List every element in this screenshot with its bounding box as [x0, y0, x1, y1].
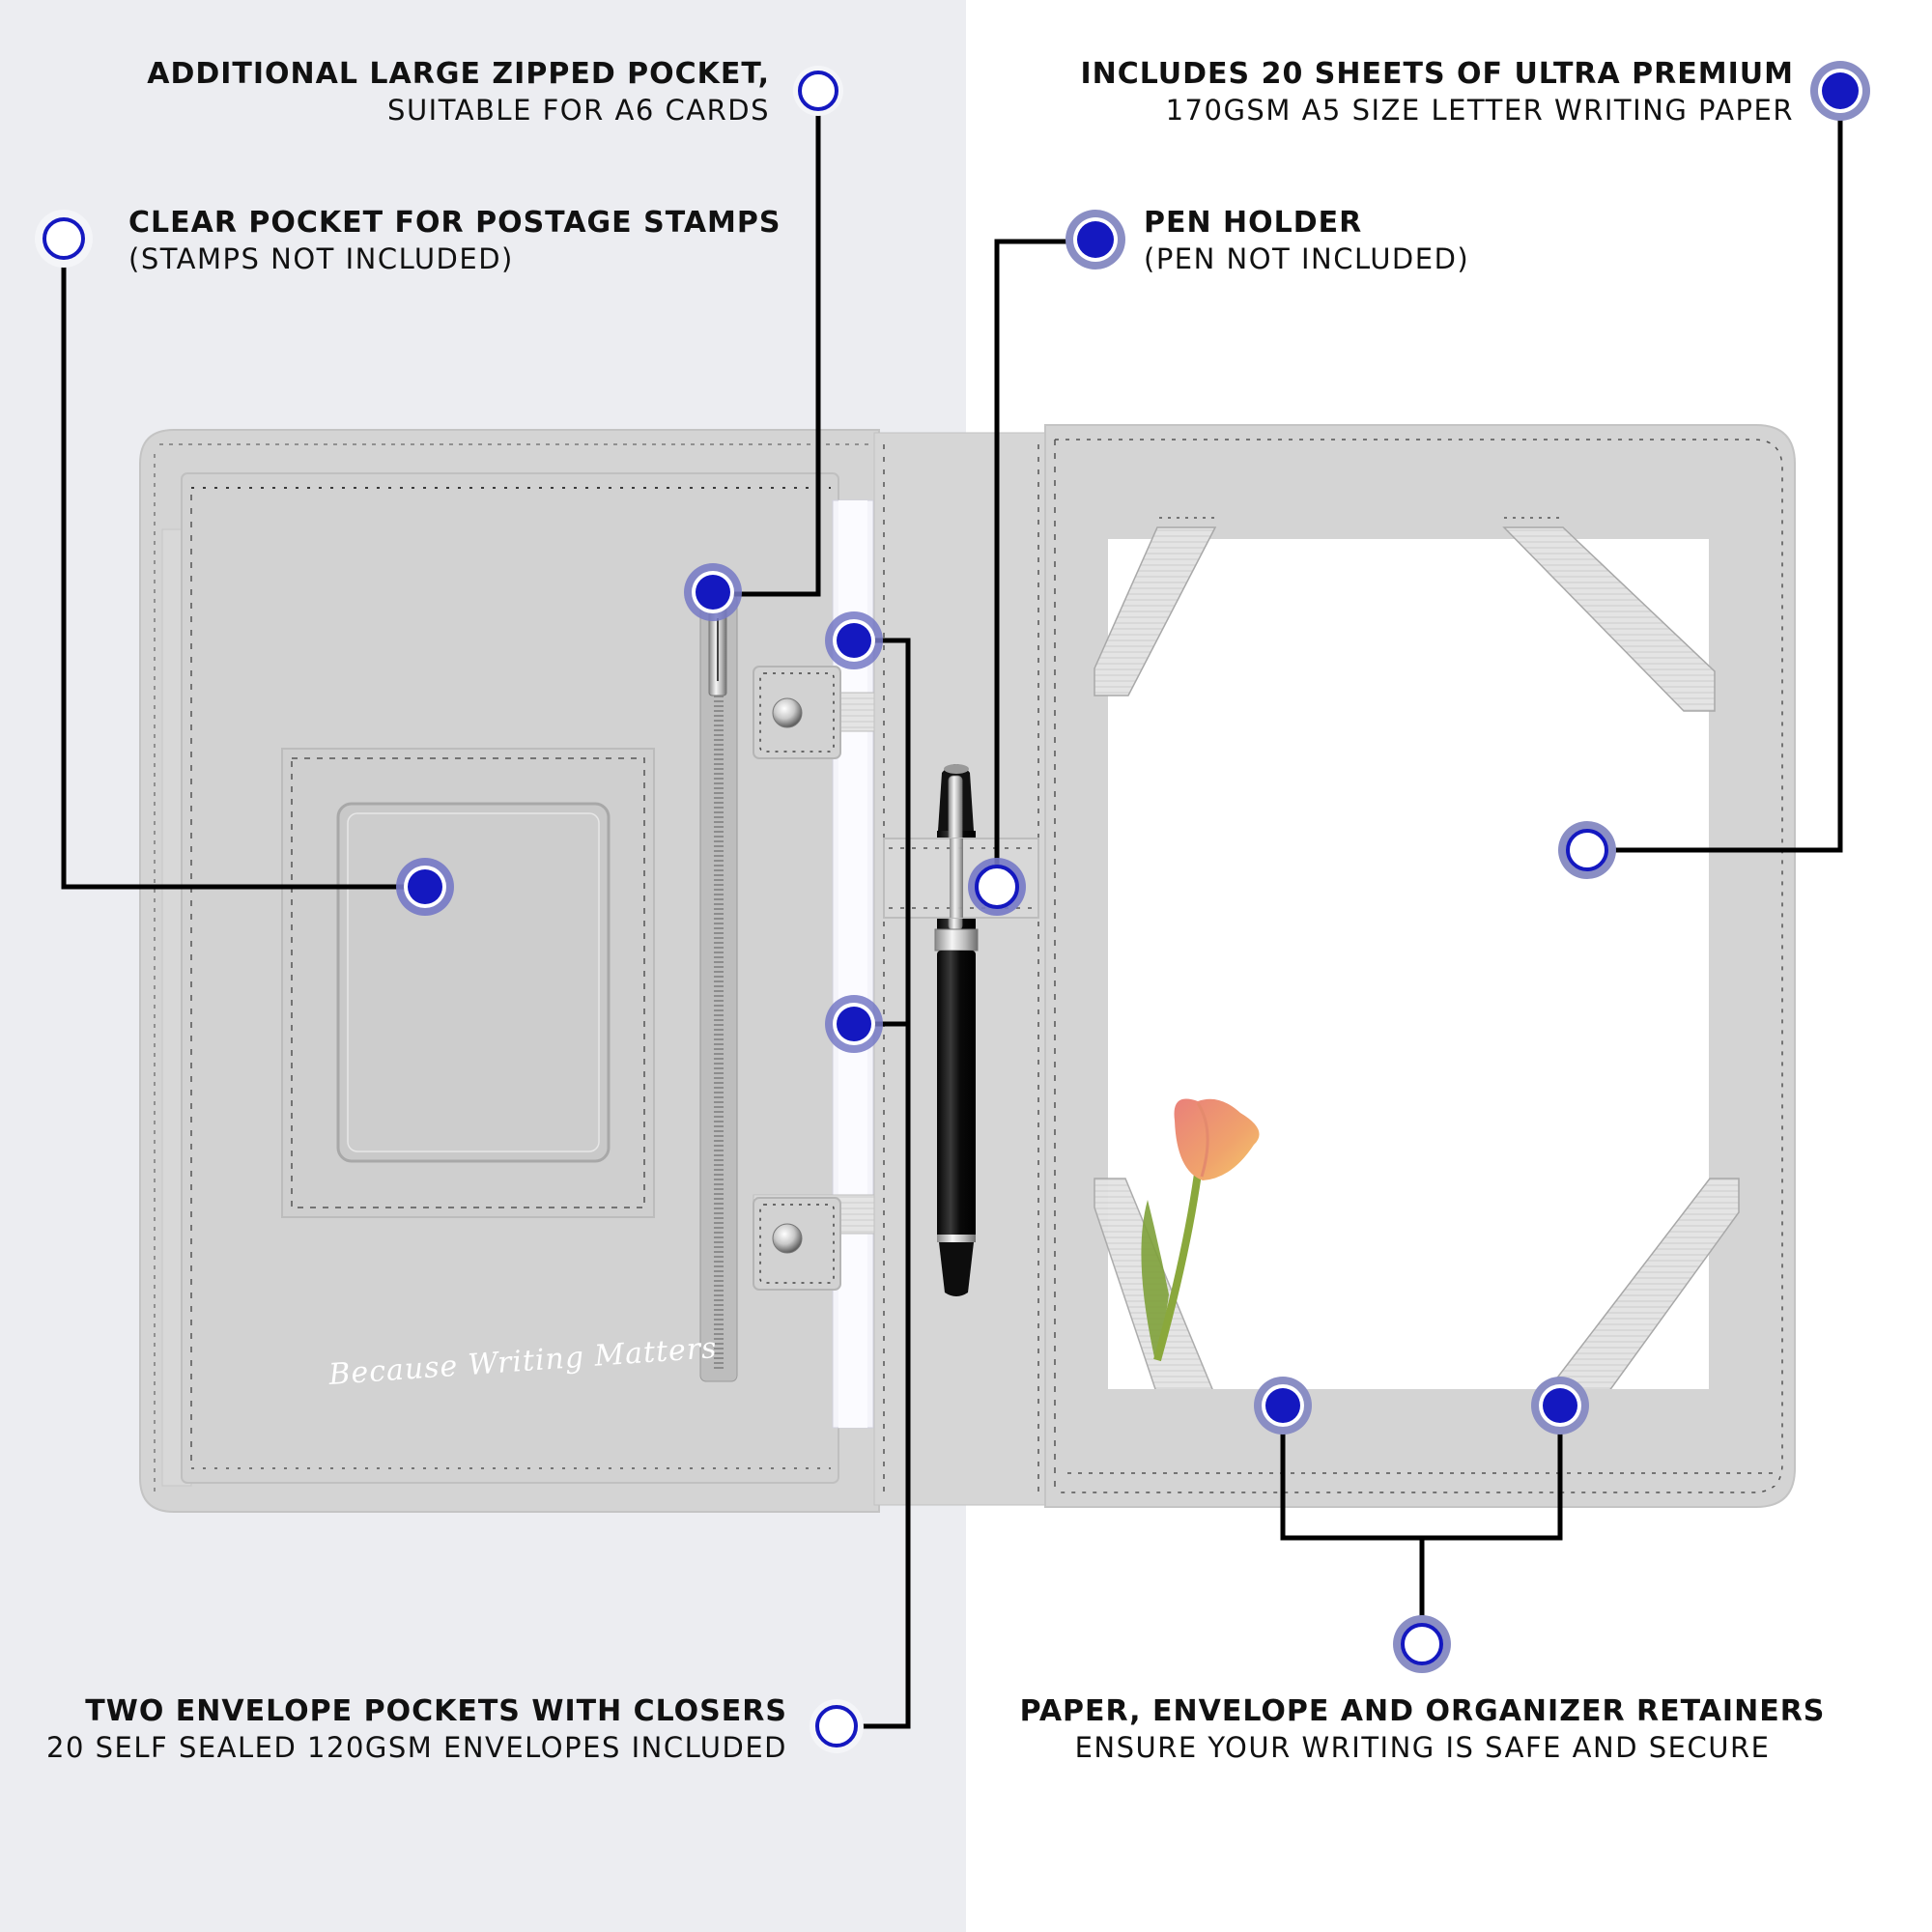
- marker-envelope-pockets-caption[interactable]: [810, 1699, 864, 1753]
- tulip-illustration: [1141, 1098, 1260, 1362]
- marker-pen-holder-point[interactable]: [968, 858, 1026, 916]
- right-cover-bottom-band: [1063, 1389, 1777, 1486]
- callout-retainers: PAPER, ENVELOPE AND ORGANIZER RETAINERS …: [1005, 1697, 1840, 1762]
- marker-writing-paper-point[interactable]: [1558, 821, 1616, 879]
- callout-envelope-pockets: TWO ENVELOPE POCKETS WITH CLOSERS 20 SEL…: [46, 1697, 787, 1762]
- callout-title: PEN HOLDER: [1144, 206, 1363, 240]
- callout-title: INCLUDES 20 SHEETS OF ULTRA PREMIUM: [1080, 57, 1794, 91]
- callout-subtitle: ENSURE YOUR WRITING IS SAFE AND SECURE: [1074, 1731, 1771, 1764]
- callout-subtitle: (PEN NOT INCLUDED): [1144, 242, 1470, 275]
- marker-zipped-pocket-point[interactable]: [684, 563, 742, 621]
- callout-stamp-pocket: CLEAR POCKET FOR POSTAGE STAMPS (STAMPS …: [128, 209, 781, 273]
- callout-subtitle: 170GSM A5 SIZE LETTER WRITING PAPER: [1165, 94, 1794, 127]
- marker-stamp-pocket-caption[interactable]: [35, 210, 93, 268]
- callout-subtitle: 20 SELF SEALED 120GSM ENVELOPES INCLUDED: [46, 1731, 787, 1764]
- paper-corner-strap-bottom-right: [1534, 1178, 1740, 1406]
- callout-subtitle: SUITABLE FOR A6 CARDS: [387, 94, 770, 127]
- callout-title: CLEAR POCKET FOR POSTAGE STAMPS: [128, 206, 781, 240]
- envelope-closer-bottom: [753, 1194, 880, 1291]
- callout-title: TWO ENVELOPE POCKETS WITH CLOSERS: [85, 1694, 787, 1728]
- writing-paper-sheet: [1108, 539, 1709, 1389]
- stamp-pocket: [281, 748, 655, 1218]
- paper-corner-strap-top-left: [1094, 517, 1217, 696]
- envelope-closer-top: [753, 666, 880, 759]
- callout-writing-paper: INCLUDES 20 SHEETS OF ULTRA PREMIUM 170G…: [1080, 60, 1794, 125]
- leader-line-pen-holder: [994, 239, 1095, 887]
- marker-writing-paper-caption[interactable]: [1810, 61, 1870, 121]
- leader-line-zipped-pocket: [713, 91, 821, 597]
- leader-line-stamp-pocket: [61, 239, 425, 890]
- leader-line-writing-paper: [1589, 91, 1843, 853]
- marker-envelope-pocket-bottom[interactable]: [825, 995, 883, 1053]
- marker-pen-holder-caption[interactable]: [1065, 210, 1125, 270]
- marker-retainer-left[interactable]: [1254, 1377, 1312, 1435]
- marker-envelope-pocket-top[interactable]: [825, 611, 883, 669]
- marker-retainer-right[interactable]: [1531, 1377, 1589, 1435]
- zipper: [699, 593, 738, 1382]
- paper-corner-strap-top-right: [1502, 517, 1716, 712]
- marker-retainers-caption[interactable]: [1393, 1615, 1451, 1673]
- callout-zipped-pocket: ADDITIONAL LARGE ZIPPED POCKET, SUITABLE…: [147, 60, 770, 125]
- callout-subtitle: (STAMPS NOT INCLUDED): [128, 242, 514, 275]
- marker-zipped-pocket-caption[interactable]: [793, 66, 843, 116]
- callout-pen-holder: PEN HOLDER (PEN NOT INCLUDED): [1144, 209, 1469, 273]
- callout-title: ADDITIONAL LARGE ZIPPED POCKET,: [147, 57, 770, 91]
- marker-stamp-pocket-point[interactable]: [396, 858, 454, 916]
- callout-title: PAPER, ENVELOPE AND ORGANIZER RETAINERS: [1019, 1694, 1826, 1728]
- markers: [35, 61, 1870, 1753]
